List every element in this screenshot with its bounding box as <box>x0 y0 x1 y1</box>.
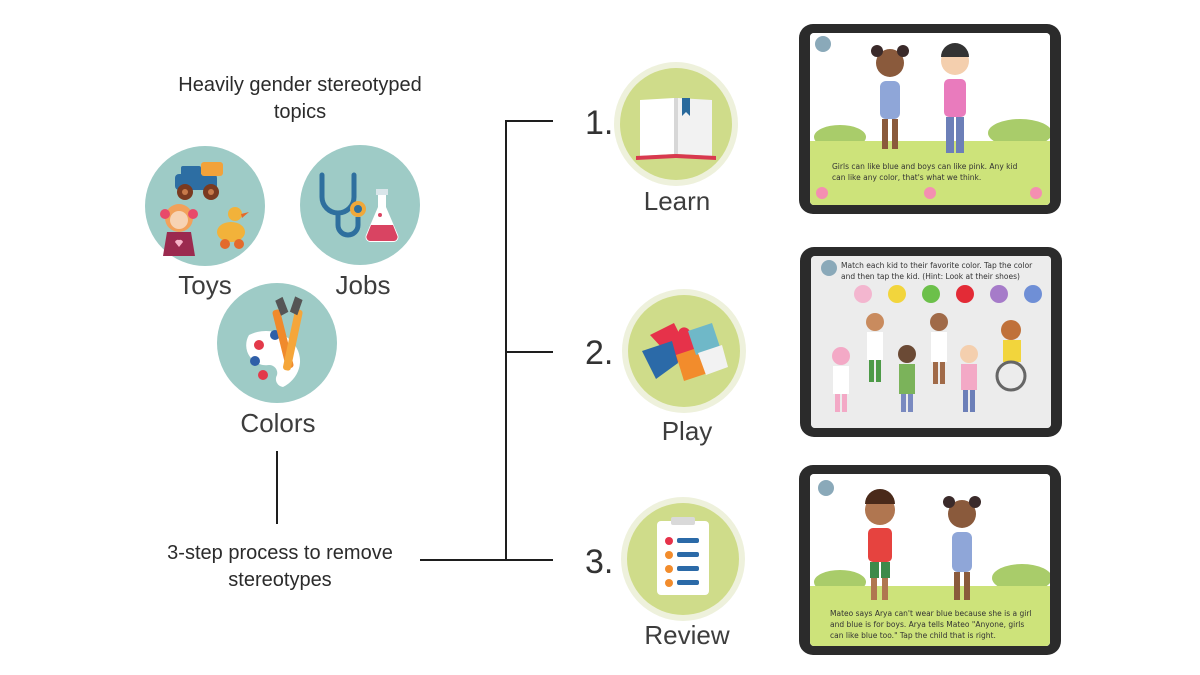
topics-heading: Heavily gender stereotyped topics <box>178 74 422 123</box>
learn-scene-illustration <box>810 33 1050 205</box>
step-label-review: Review <box>644 620 730 650</box>
review-scene-illustration <box>810 474 1050 646</box>
colors-icon <box>246 296 303 387</box>
bracket-arm-2 <box>505 351 553 353</box>
step-circle-2 <box>628 295 740 407</box>
topic-label-toys: Toys <box>178 270 232 300</box>
topic-label-jobs: Jobs <box>335 270 391 300</box>
tablet-play: Match each kid to their favorite color. … <box>800 247 1062 437</box>
step-number-2: 2. <box>585 334 614 372</box>
tablet-review-screen: Mateo says Arya can't wear blue because … <box>810 474 1050 646</box>
jobs-circle <box>300 145 420 265</box>
review-screen-text: Mateo says Arya can't wear blue because … <box>830 609 1032 640</box>
puzzle-icon <box>642 323 728 381</box>
bracket-arm-1 <box>505 120 553 122</box>
step-label-play: Play <box>661 416 713 446</box>
process-label: 3-step process to remove stereotypes <box>167 542 393 591</box>
book-icon <box>636 98 716 160</box>
step-circle-3 <box>627 503 739 615</box>
step-number-1: 1. <box>585 104 614 142</box>
step-circle-1 <box>620 68 732 180</box>
tablet-learn-screen: Girls can like blue and boys can like pi… <box>810 33 1050 205</box>
checklist-icon <box>657 517 709 595</box>
colors-circle <box>217 283 337 403</box>
toys-circle <box>145 146 265 266</box>
jobs-icon <box>319 172 399 243</box>
connector-horizontal-process <box>420 559 506 561</box>
connector-vertical-left <box>276 451 278 524</box>
tablet-learn: Girls can like blue and boys can like pi… <box>799 24 1061 214</box>
toys-icon <box>160 162 249 256</box>
bracket-arm-3 <box>505 559 553 561</box>
step-label-learn: Learn <box>643 186 711 216</box>
play-scene-illustration <box>811 256 1051 428</box>
bracket-vertical <box>505 120 507 560</box>
play-screen-text: Match each kid to their favorite color. … <box>841 261 1033 281</box>
tablet-review: Mateo says Arya can't wear blue because … <box>799 465 1061 655</box>
topic-label-colors: Colors <box>240 408 316 438</box>
tablet-play-screen: Match each kid to their favorite color. … <box>811 256 1051 428</box>
learn-screen-text: Girls can like blue and boys can like pi… <box>832 162 1018 182</box>
step-number-3: 3. <box>585 543 614 581</box>
